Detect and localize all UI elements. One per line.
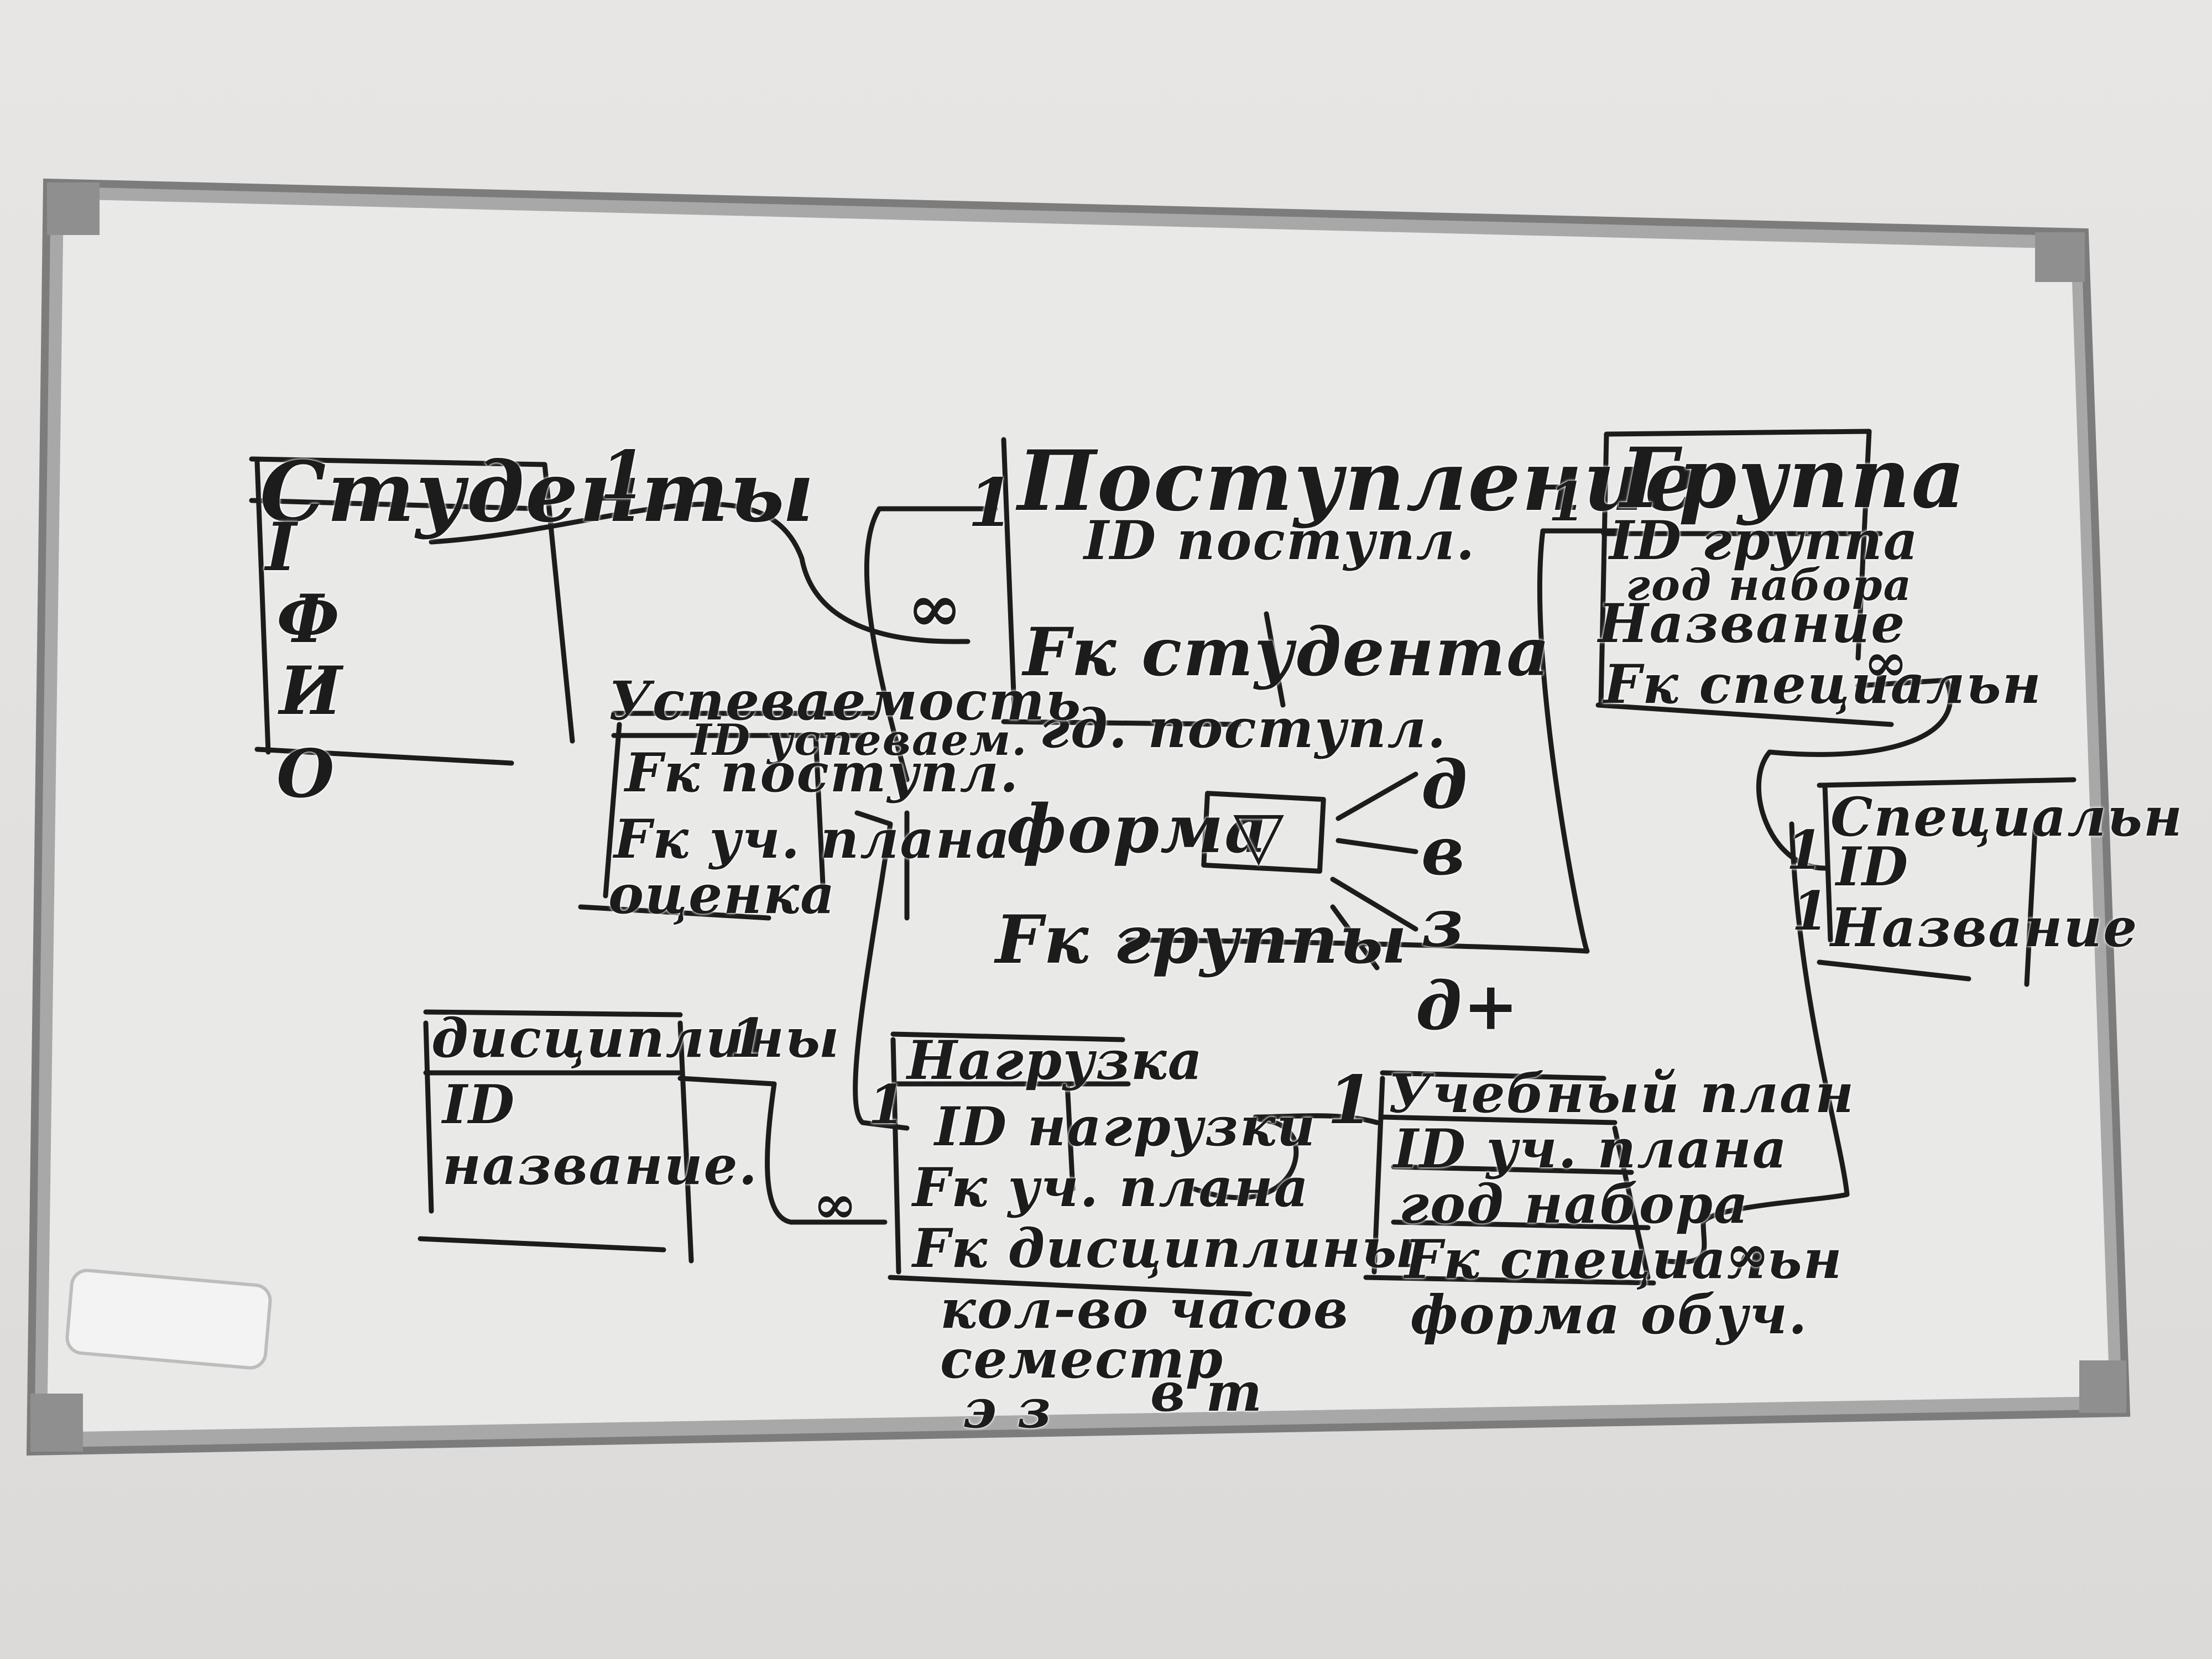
specialty-field-2: Название [1830,896,2138,959]
disciplines-field-1: ID [442,1073,516,1136]
specialty-table-outline [1817,777,2077,987]
students-field-3: И [279,652,343,730]
progress-field-2: Fк поступл. [625,742,1020,804]
form-option-4: д+ [1416,967,1520,1045]
rel-disciplines-load [677,1076,888,1225]
admission-infinity: ∞ [907,569,963,647]
rel-specialty-studyplan [1662,821,1850,1265]
specialty-title: Специальн [1830,786,2183,848]
admission-field-4: форма [1006,790,1269,868]
corner-clip-bl [30,1394,83,1452]
admission-cardinality: 1 [968,464,1015,542]
study-plan-table-outline [1363,1070,1656,1286]
load-field-5: семестр [940,1328,1224,1390]
load-cardinality: 1 [868,1073,906,1136]
students-cardinality: 1 [600,436,648,514]
progress-field-4: оценка [608,863,836,926]
load-field-6: э з [962,1378,1052,1440]
admission-field-5: Fк группы [995,901,1408,979]
study-plan-field-2: год набора [1399,1173,1750,1235]
study-plan-infinity: ∞ [1725,1223,1771,1285]
progress-title: Успеваемость [608,670,1082,732]
admission-field-1: ID поступл. [1084,509,1476,572]
load-field-7: в т [1150,1361,1264,1423]
students-field-1: I [265,508,298,586]
load-table-outline [888,1031,1253,1297]
disciplines-title: дисциплины [431,1007,841,1070]
corner-clip-br [2079,1360,2126,1413]
corner-clip-tr [2035,232,2085,282]
admission-field-2: Fк студента [1023,613,1551,691]
study-plan-field-1: ID уч. плана [1394,1118,1788,1180]
form-option-strokes [1330,771,1418,971]
study-plan-cardinality: 1 [1327,1061,1375,1139]
disciplines-field-2: название. [442,1134,758,1197]
students-field-2: Ф [276,580,341,658]
admission-table-outline [1001,437,1286,727]
corner-clip-tl [47,182,100,235]
form-option-3: з [1421,884,1465,962]
progress-field-3: Fк уч. плана [614,808,1011,870]
admission-title: Поступление [1018,432,1699,530]
disciplines-cardinality: 1 [730,1007,768,1070]
study-plan-field-4: форма обуч. [1410,1284,1808,1346]
group-title: Группа [1620,430,1966,527]
students-title: Студенты [260,444,816,541]
form-box-symbol: ▽ [1233,796,1286,874]
form-option-1: д [1421,746,1469,824]
group-infinity: ∞ [1864,631,1909,693]
group-field-2: год набора [1626,560,1913,611]
progress-field-1: ID успеваем. [691,715,1028,765]
eraser [65,1269,272,1370]
load-title: Нагрузка [907,1029,1203,1092]
group-cardinality: 1 [1548,471,1587,533]
load-field-2: Fк уч. плана [912,1156,1310,1219]
rel-admission-progress [864,506,998,782]
group-table-outline [1595,429,1894,727]
load-field-1: ID нагрузки [935,1095,1317,1158]
load-field-3: Fк дисциплины [912,1217,1417,1280]
form-option-2: в [1421,812,1466,890]
group-field-4: Fк специальн [1604,653,2042,716]
specialty-cardinality-1: 1 [1786,819,1824,881]
load-infinity: ∞ [813,1173,858,1235]
rel-group-admission [1125,528,1623,954]
students-field-4: О [276,735,336,813]
group-field-3: Название [1598,592,1906,655]
rel-group-specialty [1756,677,1953,871]
study-plan-field-3: Fк специальн [1405,1228,1843,1291]
admission-field-3: гд. поступл. [1040,697,1447,760]
rel-progress-load [853,810,910,1131]
specialty-cardinality-2: 1 [1792,880,1830,942]
specialty-field-1: ID [1836,836,1910,898]
rel-students-admission [429,502,971,644]
load-field-4: кол-во часов [940,1278,1349,1340]
study-plan-title: Учебный план [1388,1062,1855,1125]
group-field-1: ID группа [1609,509,1919,572]
students-table-outline [249,456,575,766]
disciplines-table-outline [418,1009,694,1264]
progress-table-outline [578,711,910,921]
rel-load-studyplan [1192,1113,1380,1201]
form-box [1201,791,1326,874]
